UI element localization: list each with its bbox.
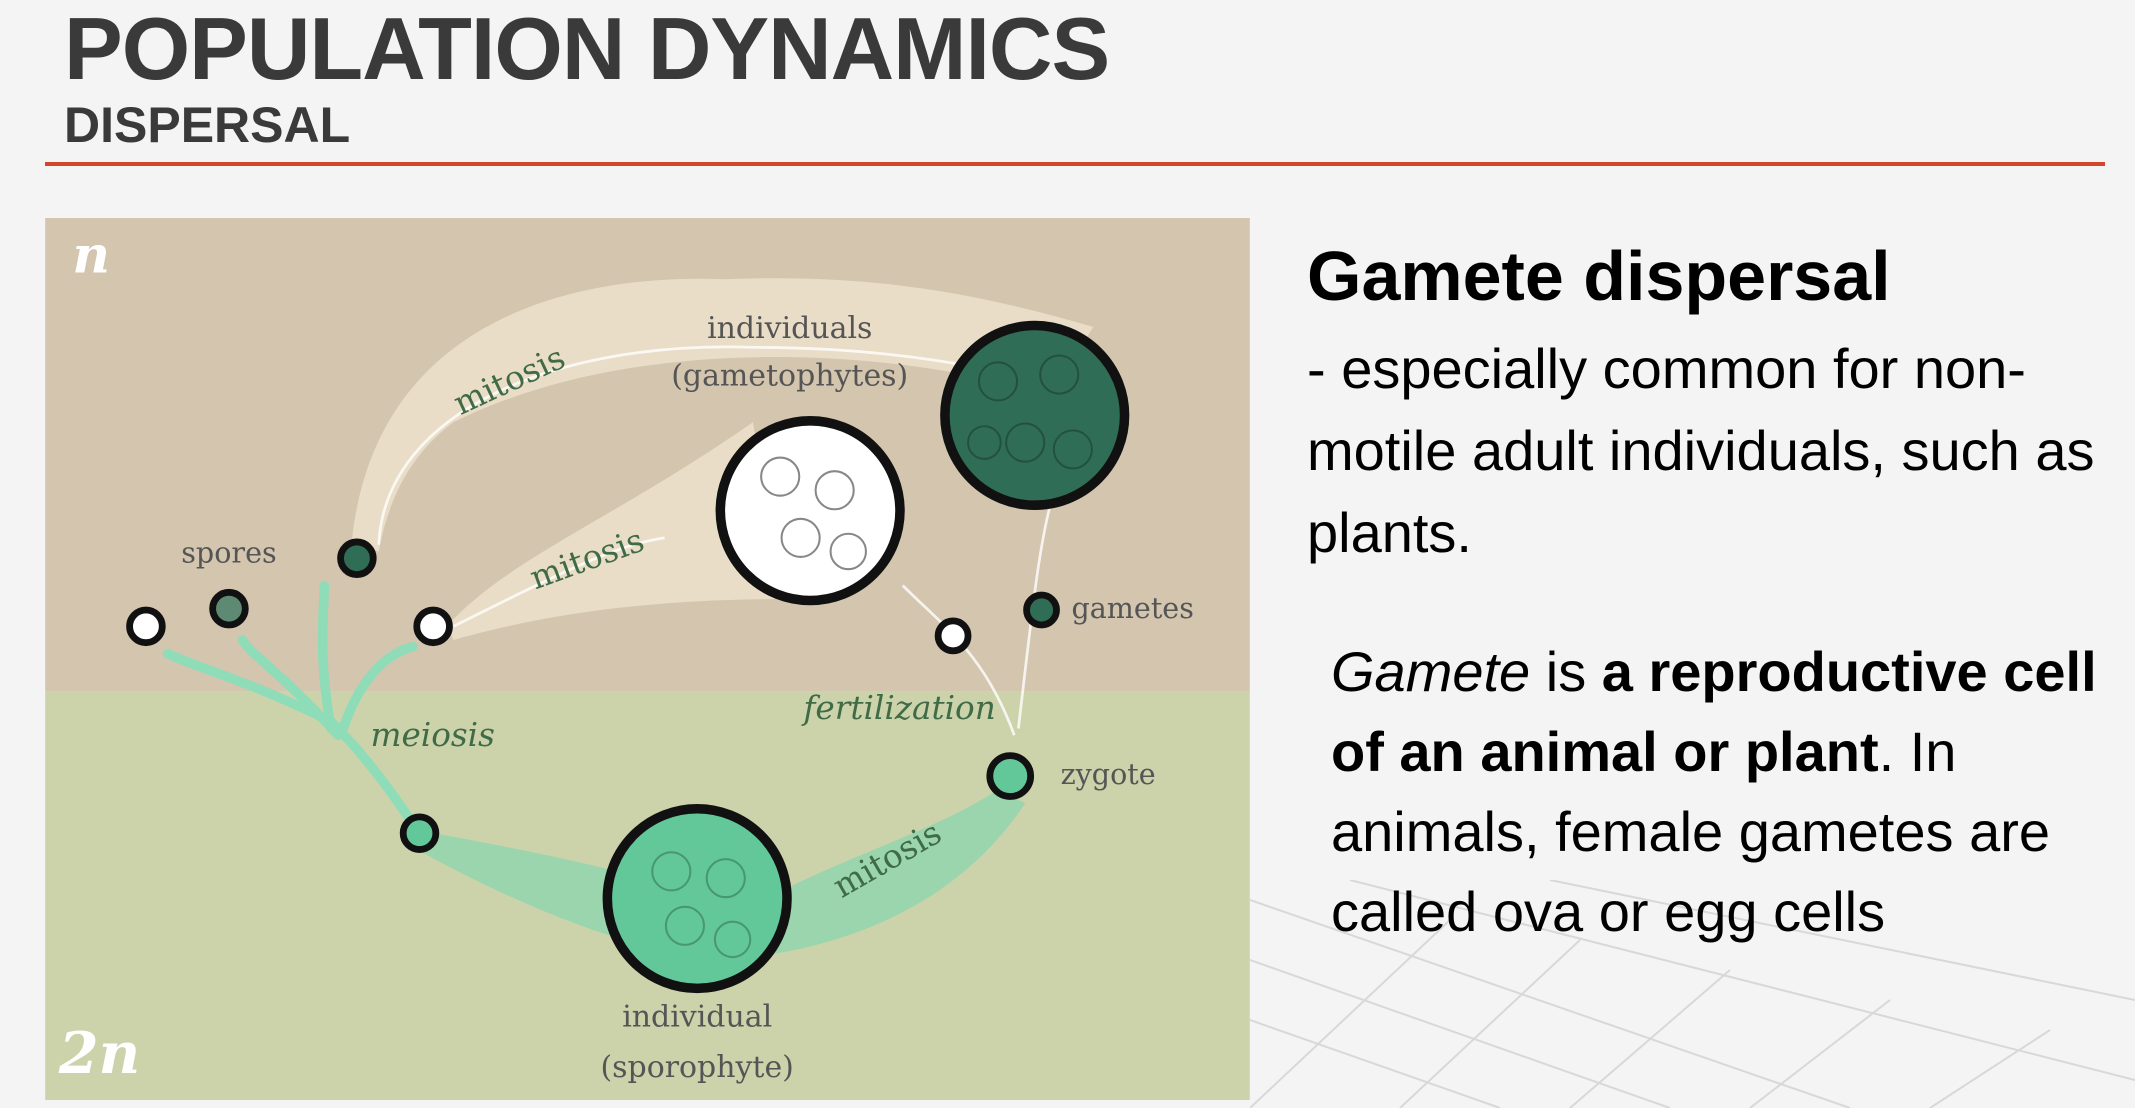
gamete-white — [934, 617, 972, 655]
ploidy-n-label: n — [72, 224, 110, 285]
gametophyte-white-circle — [715, 416, 905, 606]
gametes-label: gametes — [1071, 591, 1193, 625]
spore-dark — [337, 538, 377, 579]
sporophyte-label: (sporophyte) — [601, 1050, 794, 1085]
sporophyte-circle — [602, 803, 792, 994]
text-content: Gamete dispersal - especially common for… — [1307, 236, 2117, 952]
paragraph-dispersal: - especially common for non-motile adult… — [1307, 337, 2095, 564]
spore-white-2 — [413, 606, 453, 647]
text-is: is — [1530, 640, 1602, 703]
spores-label: spores — [181, 535, 276, 569]
paragraph-gamete-definition: Gamete is a reproductive cell of an anim… — [1307, 632, 2117, 952]
sporophyte-small-circle — [399, 813, 440, 853]
fertilization-label: fertilization — [800, 689, 995, 727]
gametophyte-dark-circle — [940, 320, 1130, 510]
zygote-circle — [986, 752, 1035, 800]
life-cycle-diagram: n 2n individuals (gametophytes) mitosis … — [45, 218, 1250, 1100]
individuals-label: individuals — [707, 311, 872, 346]
meiosis-label: meiosis — [371, 716, 495, 754]
content-heading: Gamete dispersal — [1307, 237, 1891, 315]
definition-bold: a reproductive cell of an animal or plan… — [1331, 640, 2097, 783]
definition-rest: . In animals, female gametes are called … — [1331, 720, 2051, 943]
spore-white — [126, 606, 166, 647]
zygote-label: zygote — [1061, 757, 1156, 791]
individual-label: individual — [622, 1000, 772, 1035]
slide-subtitle: DISPERSAL — [64, 97, 351, 153]
meiosis-arrows — [162, 580, 418, 829]
title-divider — [45, 162, 2105, 166]
term-gamete: Gamete — [1331, 640, 1531, 703]
gamete-dark — [1023, 591, 1060, 629]
ploidy-2n-label: 2n — [58, 1020, 140, 1087]
gametophytes-label: (gametophytes) — [671, 358, 908, 393]
slide-title: POPULATION DYNAMICS — [64, 0, 1110, 98]
background-grid-decoration — [1250, 880, 2135, 1108]
spore-green — [209, 588, 249, 629]
cells — [126, 320, 1130, 994]
